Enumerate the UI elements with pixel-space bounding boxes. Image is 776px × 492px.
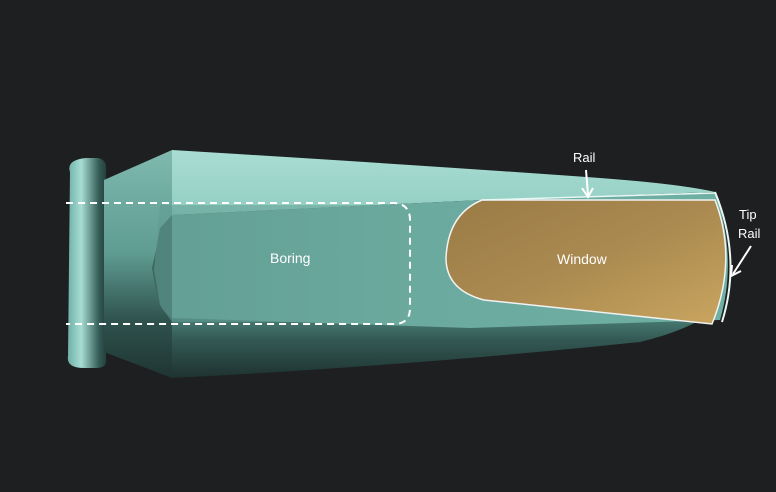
window-label: Window — [557, 251, 608, 267]
body-upper-surface — [172, 150, 715, 215]
boring-region — [66, 202, 411, 325]
rail-arrow — [581, 169, 594, 199]
tip-rail-curve — [714, 191, 732, 323]
tip-rail-label: Rail — [738, 226, 761, 241]
side-rail-line — [481, 192, 716, 201]
rail-label: Rail — [573, 150, 596, 165]
tip-label: Tip — [739, 207, 757, 222]
boring-label: Boring — [270, 250, 310, 266]
tip-rail-arrow — [729, 245, 752, 278]
tenon-ring — [67, 158, 107, 368]
boring-fill — [154, 205, 408, 322]
window-opening — [445, 199, 727, 325]
neck-taper — [104, 150, 172, 378]
